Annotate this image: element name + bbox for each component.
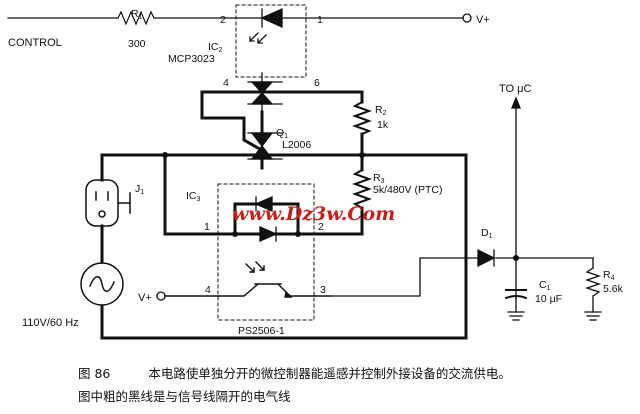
d1-label: D1 [481,227,493,240]
r1-value: 300 [128,38,146,50]
c1-value: 10 μF [535,293,562,305]
r3-value: 5k/480V (PTC) [373,184,442,196]
ic3-pin3: 3 [320,284,326,296]
ic2-pin2: 2 [220,14,226,26]
q1-triac [247,132,283,169]
output-wiring [329,96,602,321]
ic2-label: IC2 [208,41,223,54]
ic3-input-diodes [254,196,278,242]
figure-number: 图 86 [78,366,111,381]
resistor-r3-ptc [352,168,372,210]
caption-line-2: 图中粗的黑线是与信号线隔开的电气线 [78,386,291,405]
ic3-label: IC3 [186,190,201,203]
r4-value: 5.6k [603,283,624,295]
r3-label: R3 [373,172,385,185]
ic3-package-outline [217,183,315,321]
junction-dots [162,152,519,261]
ic3-pin1: 1 [204,221,210,233]
q1-part: L2006 [282,139,311,151]
resistor-r4 [584,267,602,297]
r4-label: R4 [603,269,615,282]
vplus-terminal-ic3 [156,291,166,301]
ic2-pin4: 4 [223,77,229,89]
ic2-pin6: 6 [314,77,320,89]
diode-d1 [477,248,496,268]
control-line [7,10,464,26]
vplus-ic3-label: V+ [138,292,152,304]
ic2-led [249,7,283,44]
power-wiring[interactable] [100,90,468,340]
caption-text-2: 图中粗的黑线是与信号线隔开的电气线 [78,389,291,404]
caption-line-1: 图 86 本电路使单独分开的微控制器能遥感并控制外接设备的交流供电。 [78,363,511,382]
vplus-top-label: V+ [476,14,490,26]
ic3-phototransistor [164,261,331,298]
r2-label: R2 [375,104,387,117]
watermark: www.Dz3w.Com [232,203,395,225]
to-uc-label: TO μC [499,83,531,95]
ic3-pin2: 2 [318,221,324,233]
j1-outlet [85,179,131,227]
ic2-part: MCP3023 [168,53,215,65]
ic2-pin1: 1 [317,14,323,26]
r2-value: 1k [377,119,389,131]
ic3-pin4: 4 [205,284,211,296]
control-label: CONTROL [8,37,62,49]
mains-source [80,262,124,306]
ic2-package-outline [235,4,307,78]
r1-label: R1 [131,8,143,21]
resistor-r1 [117,10,155,26]
j1-label: J1 [135,183,144,196]
vplus-terminal-top [462,13,472,23]
c1-label: C1 [539,279,551,292]
mains-label: 110V/60 Hz [22,317,79,329]
resistor-r2 [352,100,372,136]
ic3-part: PS2506-1 [238,325,285,337]
caption-text-1: 本电路使单独分开的微控制器能遥感并控制外接设备的交流供电。 [148,366,511,381]
q1-label: Q1 [276,127,288,140]
